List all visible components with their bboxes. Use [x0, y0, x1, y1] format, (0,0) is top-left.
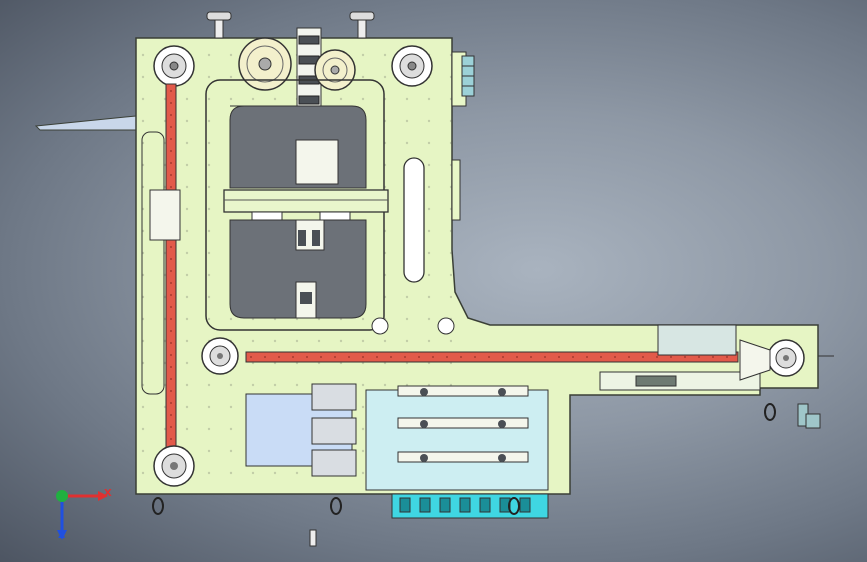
adjustment-slot: [403, 157, 425, 283]
axis-triad: [56, 490, 108, 540]
left-guide-channel: [141, 131, 181, 395]
cylinder-group[interactable]: [311, 383, 529, 477]
valve-bank[interactable]: [451, 51, 475, 221]
sensor-bracket: [797, 403, 821, 429]
pulley-bottom-left[interactable]: [153, 445, 195, 487]
vertical-rail[interactable]: [165, 83, 177, 465]
gripper-carriage[interactable]: [295, 139, 339, 319]
lower-panel-cyan[interactable]: [365, 389, 549, 491]
idler-small: [371, 317, 455, 335]
conveyor-module[interactable]: [391, 493, 549, 519]
leveling-foot-right: [349, 11, 375, 39]
pulley-top-right[interactable]: [391, 45, 433, 87]
gear-small[interactable]: [314, 49, 356, 91]
pulley-right-end[interactable]: [767, 339, 805, 377]
lifting-eye: [152, 403, 776, 515]
pulley-mid-left[interactable]: [201, 337, 239, 375]
pulley-top-left[interactable]: [153, 45, 195, 87]
cross-beam[interactable]: [223, 189, 389, 221]
cable-connector: [309, 529, 317, 547]
z-axis-label: Z: [58, 530, 66, 541]
inspection-window-lower[interactable]: [229, 219, 367, 319]
horizontal-rail[interactable]: [245, 351, 739, 363]
gear-large[interactable]: [238, 37, 292, 91]
x-axis-label: X: [104, 488, 112, 499]
linear-module[interactable]: [599, 324, 771, 391]
leveling-foot-left: [206, 11, 232, 39]
